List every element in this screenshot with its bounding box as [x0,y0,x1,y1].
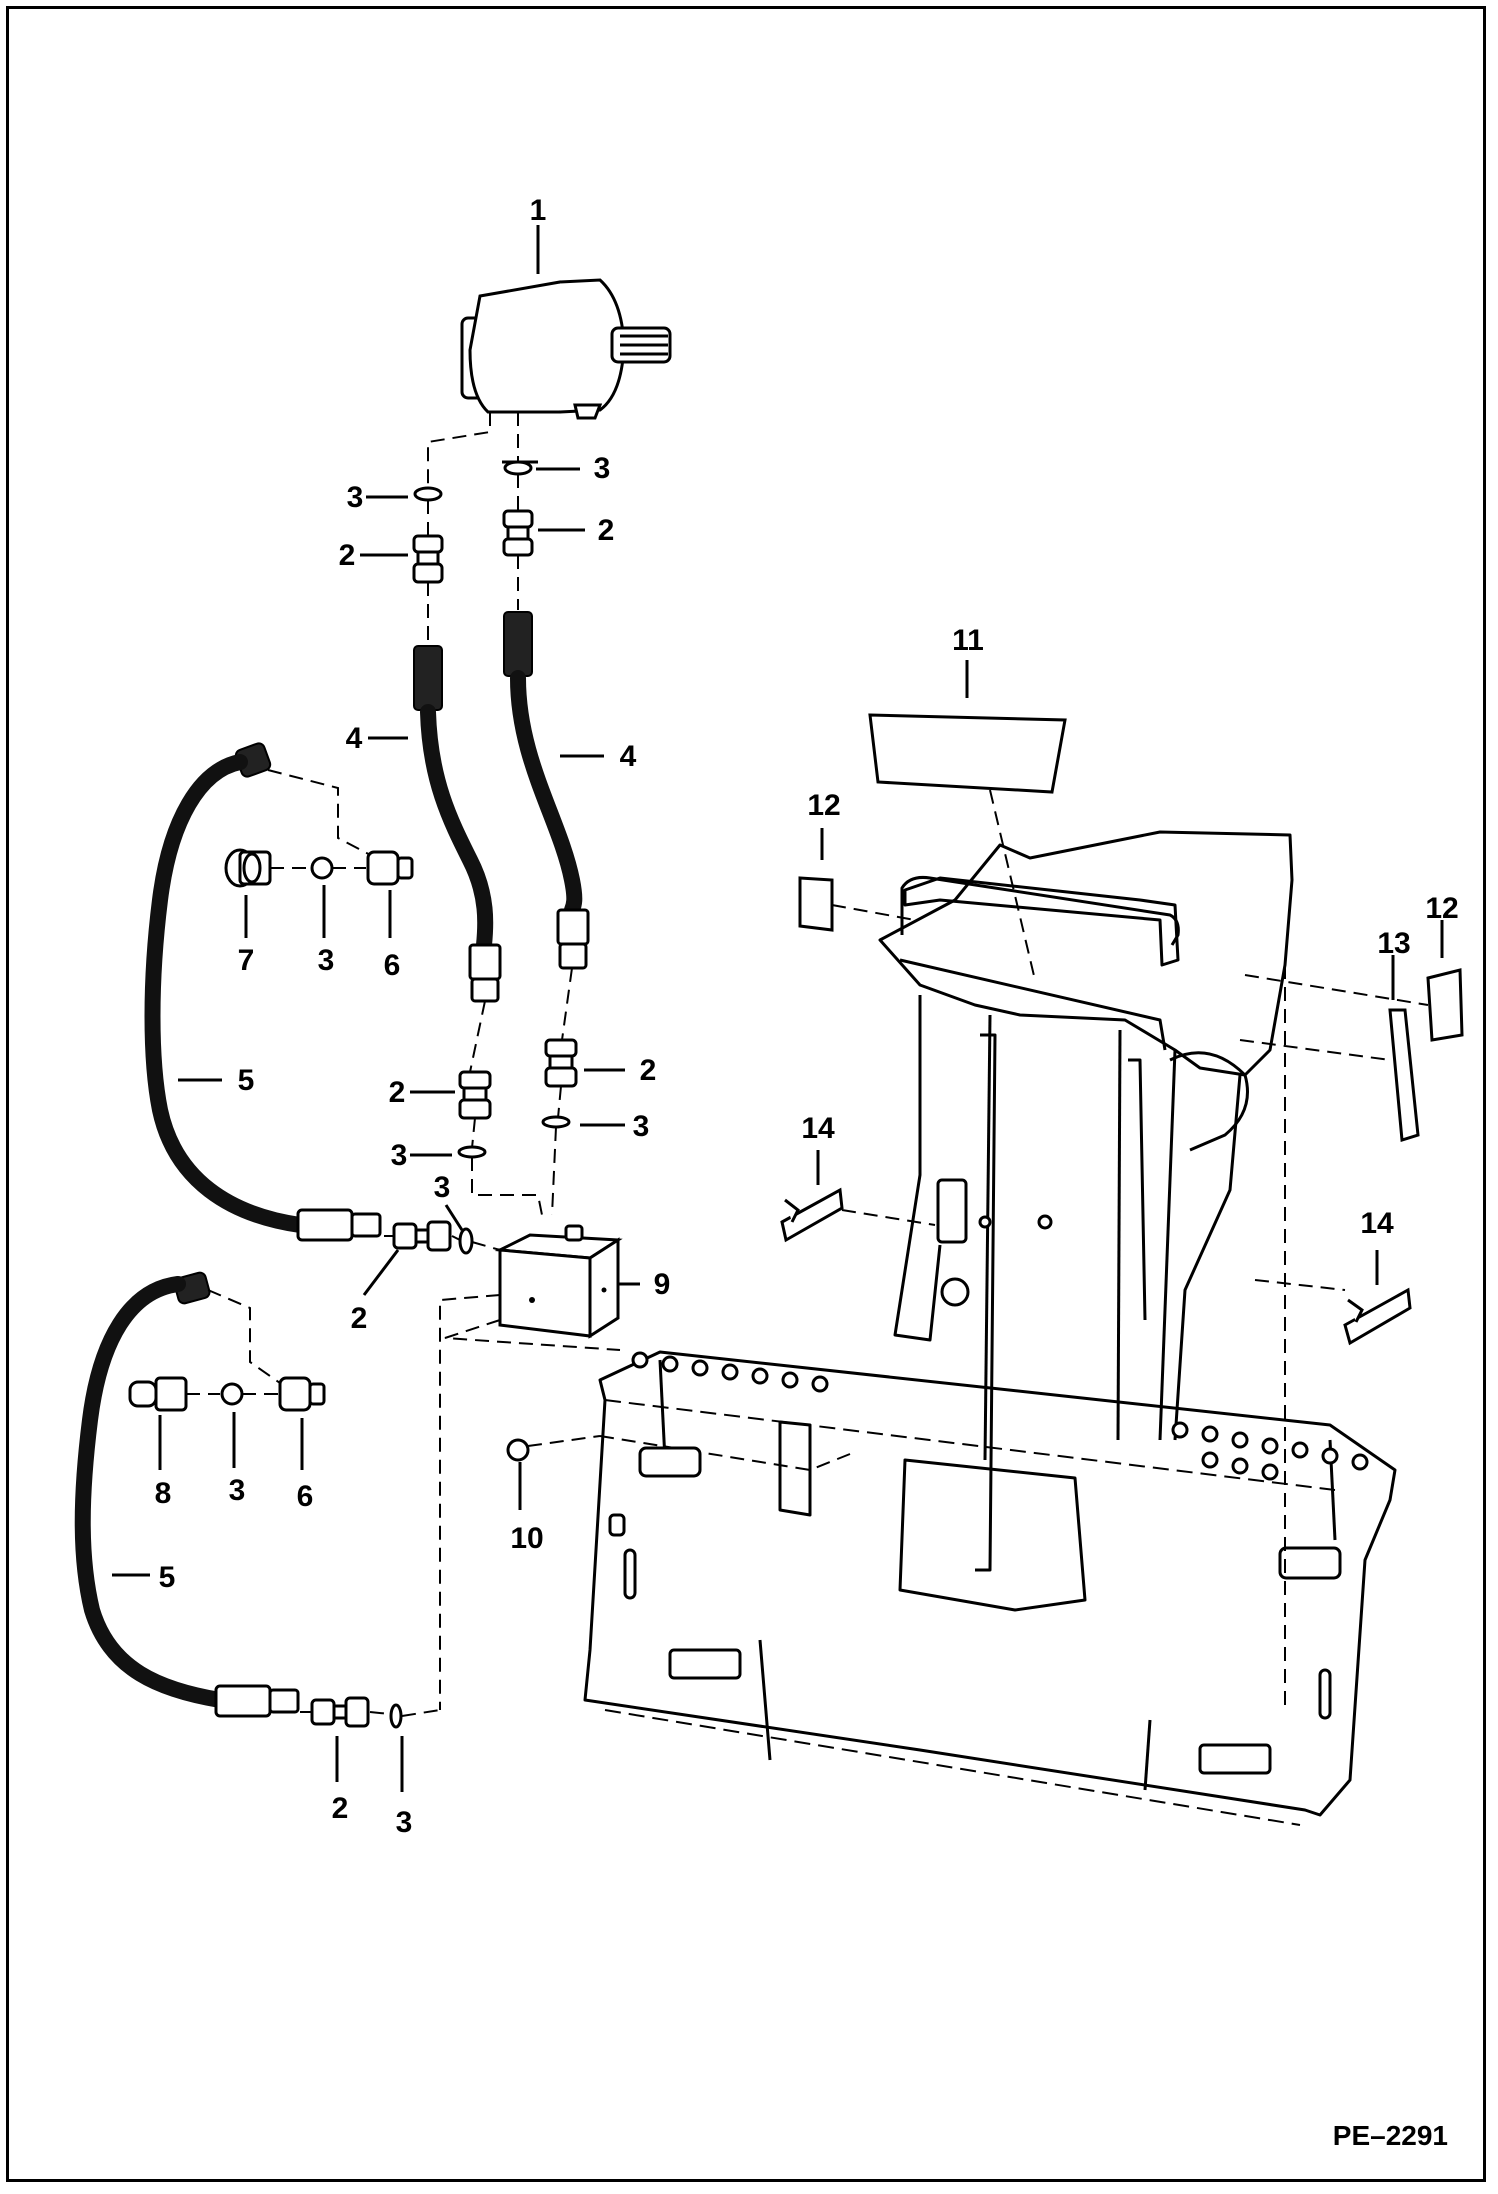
callout-6-g1: 6 [384,949,401,982]
callout-2-l: 2 [351,1302,368,1335]
decal-14-right [1343,1287,1412,1346]
callout-10: 10 [510,1522,543,1555]
hose-upper-5 [144,742,382,1242]
callout-3-ul: 3 [347,481,364,514]
mounting-frame [583,830,1397,1826]
callout-1: 1 [530,194,547,227]
hose-lower-5 [74,1271,300,1718]
decal-12-left [798,876,834,932]
callout-5-lower: 5 [159,1561,176,1594]
o-ring-mid-left [457,1145,487,1159]
callout-14-right: 14 [1360,1207,1394,1240]
callout-3-ur: 3 [594,452,611,485]
callout-4-r: 4 [620,740,637,773]
callout-12-right: 12 [1425,892,1458,925]
o-ring-left-lower [389,1703,403,1729]
o-ring-mid-right [541,1115,571,1129]
diagram-border [6,6,1486,2182]
callout-9: 9 [654,1268,671,1301]
adapter-6-lower [278,1376,326,1412]
callout-3-low: 3 [396,1806,413,1839]
o-ring-group-lower [220,1382,244,1406]
fitting-upper-left [412,534,444,584]
leader-3-v [444,1204,464,1231]
callout-3-g2: 3 [229,1474,246,1507]
hose-right-4 [503,611,590,970]
callout-2-mr: 2 [640,1054,657,1087]
callout-2-ml: 2 [389,1076,406,1109]
fitting-left-lower [310,1696,370,1728]
adapter-6-upper [366,850,414,886]
callout-2-ul: 2 [339,539,356,572]
o-ring-group-upper [310,856,334,880]
hose-left-4 [413,645,502,1003]
decal-12-right [1426,968,1464,1042]
callout-4-l: 4 [346,722,363,755]
hydraulic-motor [460,278,672,420]
callout-11: 11 [952,624,984,657]
decal-11 [868,713,1067,794]
o-ring-left-upper [458,1227,474,1255]
coupler-male-8 [128,1376,188,1412]
callout-3-v: 3 [434,1171,451,1204]
decal-13 [1388,1008,1420,1142]
fitting-left-upper [392,1220,452,1252]
callout-6-g2: 6 [297,1480,314,1513]
callout-3-ml: 3 [391,1139,408,1172]
callout-7: 7 [238,944,255,977]
decal-14-left [780,1187,844,1243]
o-ring-upper-left [413,486,443,502]
leader-2-l [362,1249,400,1296]
fitting-mid-right [544,1038,578,1088]
callout-8: 8 [155,1477,172,1510]
coupler-female-7 [224,848,272,888]
callout-3-g1: 3 [318,944,335,977]
o-ring-upper-right [503,460,533,476]
callout-2-low: 2 [332,1792,349,1825]
valve-block-9 [494,1224,623,1339]
callout-5-upper: 5 [238,1064,255,1097]
callout-12-left: 12 [807,789,840,822]
figure-id: PE–2291 [1332,2120,1448,2151]
fitting-mid-left [458,1070,492,1120]
fitting-upper-right [502,509,534,557]
callout-2-ur: 2 [598,514,615,547]
callout-14-left: 14 [801,1112,835,1145]
callout-3-mr: 3 [633,1110,650,1143]
callout-13: 13 [1377,927,1410,960]
